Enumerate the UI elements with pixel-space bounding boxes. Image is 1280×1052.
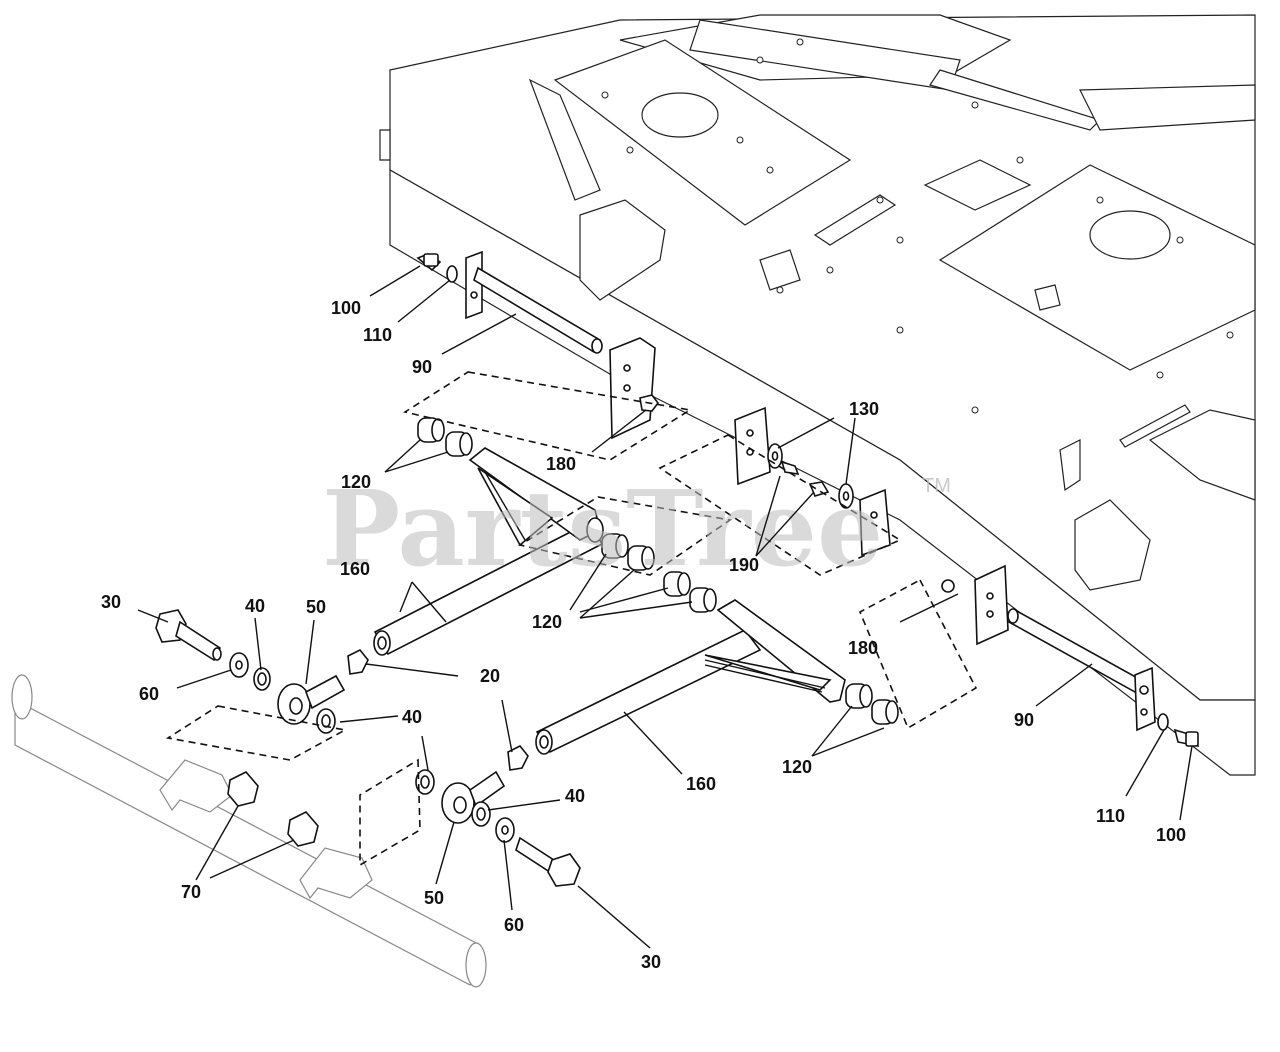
- a-arm-lower: [535, 599, 846, 755]
- callout-120-upper: 120: [341, 472, 371, 492]
- callout-labels: 100 110 90 180 130 120 190 160 30 40 50 …: [101, 298, 1186, 972]
- callout-90-upper: 90: [412, 357, 432, 377]
- callout-180-lower: 180: [848, 638, 878, 658]
- callout-120-middle: 120: [532, 612, 562, 632]
- lift-shaft: [11, 674, 487, 988]
- lower-hardware: [415, 769, 581, 887]
- callout-190: 190: [729, 555, 759, 575]
- callout-180-upper: 180: [546, 454, 576, 474]
- deck-mount-brackets: [609, 337, 1009, 646]
- pivot-rod-upper: [416, 250, 659, 412]
- leader-lines: [137, 265, 1193, 949]
- callout-100-upper: 100: [331, 298, 361, 318]
- pivot-rod-lower: [941, 579, 1200, 748]
- assembly-groupings: [165, 371, 978, 867]
- callout-50-lower: 50: [424, 888, 444, 908]
- callout-160-lower: 160: [686, 774, 716, 794]
- callout-30-lower: 30: [641, 952, 661, 972]
- callout-110-upper: 110: [363, 325, 392, 345]
- callout-70: 70: [181, 882, 201, 902]
- left-hardware: [155, 609, 529, 771]
- callout-60-lower: 60: [504, 915, 524, 935]
- callout-100-lower: 100: [1156, 825, 1186, 845]
- callout-50-upper: 50: [306, 597, 326, 617]
- callout-120-lower: 120: [782, 757, 812, 777]
- watermark-text: PartsTree: [322, 467, 883, 590]
- callout-160-upper: 160: [340, 559, 370, 579]
- callout-110-lower: 110: [1096, 806, 1125, 826]
- callout-20: 20: [480, 666, 500, 686]
- callout-130: 130: [849, 399, 879, 419]
- callout-60-upper: 60: [139, 684, 159, 704]
- a-arm-upper: [373, 447, 604, 656]
- watermark: PartsTree TM: [322, 467, 951, 590]
- bushings: [417, 417, 899, 725]
- watermark-trademark: TM: [922, 475, 951, 497]
- callout-30-upper: 30: [101, 592, 121, 612]
- callout-40-lower: 40: [565, 786, 585, 806]
- callout-40-middle: 40: [402, 707, 422, 727]
- callout-40-upper: 40: [245, 596, 265, 616]
- callout-90-lower: 90: [1014, 710, 1034, 730]
